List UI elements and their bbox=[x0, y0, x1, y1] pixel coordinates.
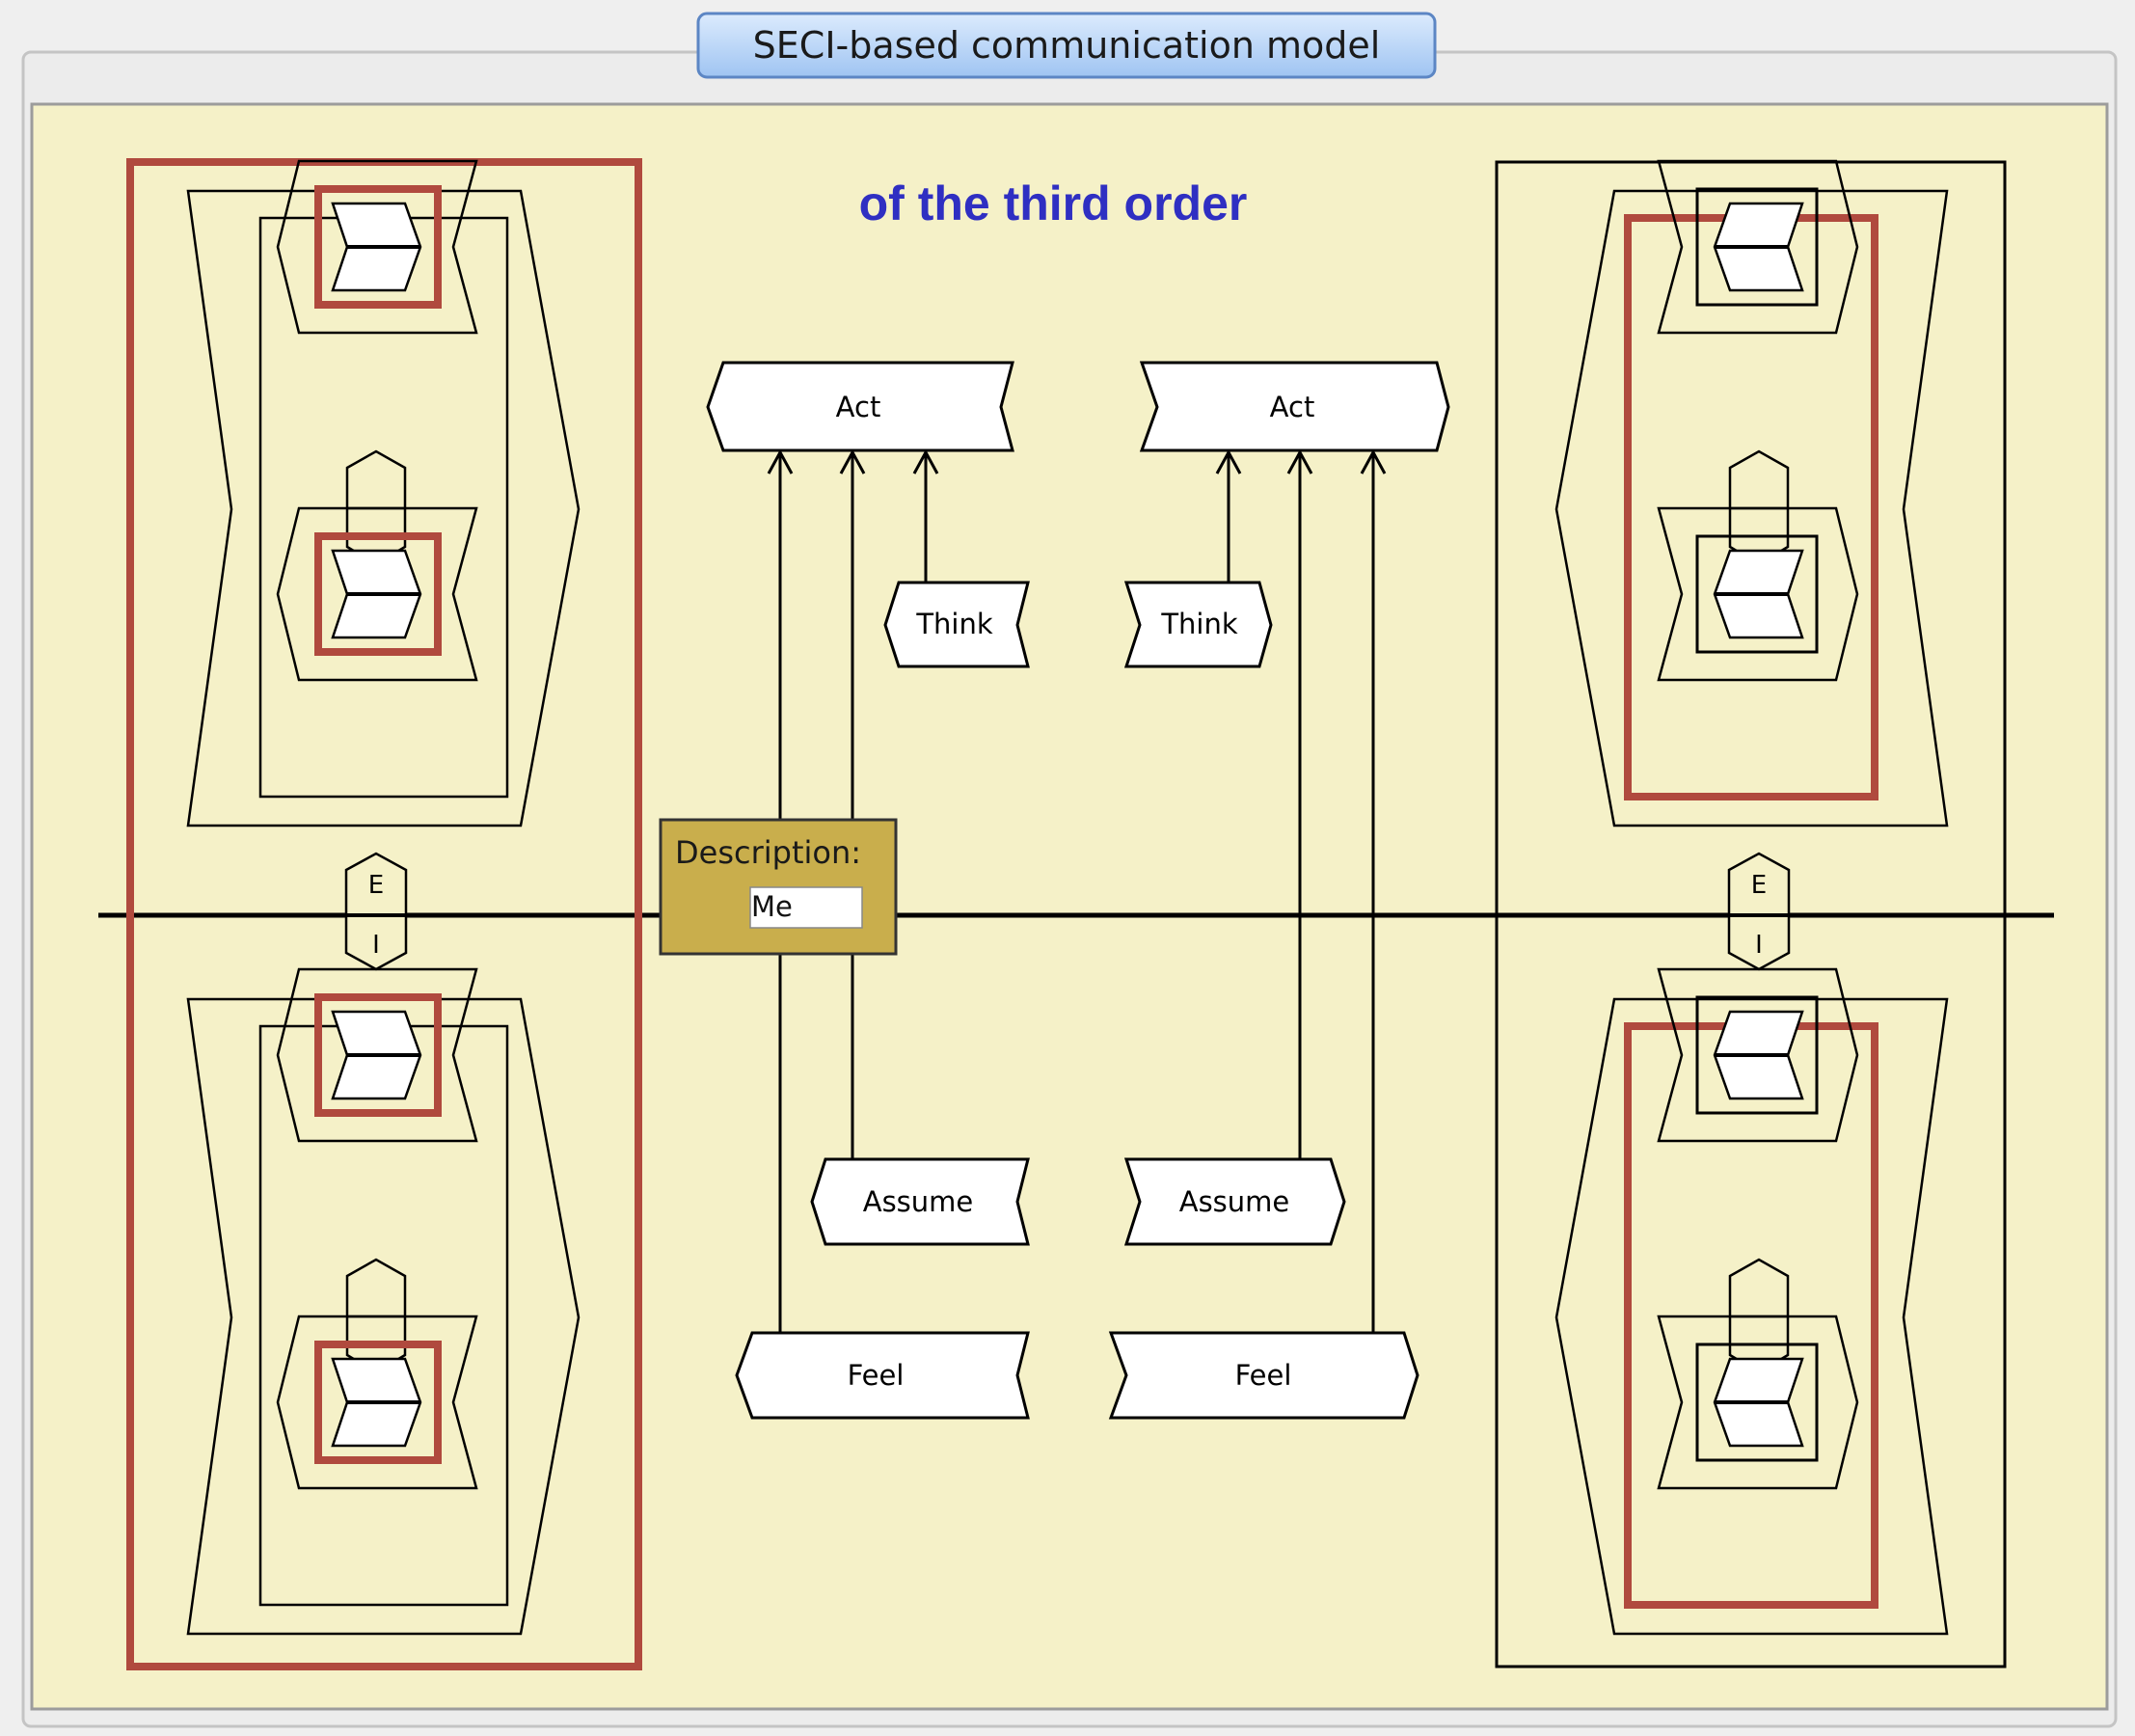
left-assume-label: Assume bbox=[863, 1185, 974, 1218]
upper-bottom-unit-frame bbox=[314, 532, 442, 656]
upper-bottom-unit bbox=[1657, 506, 1859, 682]
upper-top-unit bbox=[1657, 159, 1859, 335]
upper-inner-frame bbox=[258, 216, 509, 799]
lower-outer-hexagon bbox=[1554, 997, 1949, 1636]
lower-inner-frame bbox=[258, 1024, 509, 1607]
lower-middle-hexagon bbox=[345, 1258, 407, 1374]
lower-outer-hexagon bbox=[186, 997, 581, 1636]
upper-outer-hexagon bbox=[186, 189, 581, 827]
right-assume-label: Assume bbox=[1179, 1185, 1290, 1218]
right-assume-node[interactable]: Assume bbox=[1123, 1157, 1346, 1246]
left-knowledge-structure: EI bbox=[126, 158, 642, 1670]
ei-hexagon bbox=[1727, 852, 1791, 971]
left-act-node[interactable]: Act bbox=[706, 361, 1014, 452]
left-feel-node[interactable]: Feel bbox=[735, 1331, 1030, 1420]
upper-outer-hexagon bbox=[1554, 189, 1949, 827]
arrowhead-1 bbox=[839, 448, 866, 475]
right-act-node[interactable]: Act bbox=[1139, 361, 1450, 452]
canvas-panel bbox=[30, 102, 2109, 1711]
lower-top-unit bbox=[1657, 967, 1859, 1143]
ei-letter-e: E bbox=[368, 871, 384, 900]
lower-top-unit-frame bbox=[314, 993, 442, 1117]
arrowhead-5 bbox=[1360, 448, 1387, 475]
arrowhead-3 bbox=[1215, 448, 1242, 475]
description-box[interactable]: Description: Me bbox=[659, 818, 898, 956]
upper-top-unit-frame bbox=[1695, 187, 1819, 307]
left-think-node[interactable]: Think bbox=[883, 581, 1030, 668]
upper-top-unit-frame bbox=[314, 185, 442, 309]
right-think-node[interactable]: Think bbox=[1123, 581, 1273, 668]
lower-top-unit bbox=[276, 967, 478, 1143]
lower-inner-frame bbox=[1624, 1022, 1878, 1609]
right-feel-node[interactable]: Feel bbox=[1108, 1331, 1419, 1420]
title-tab[interactable] bbox=[696, 12, 1437, 79]
right-feel-label: Feel bbox=[1235, 1359, 1292, 1392]
lower-bottom-unit bbox=[276, 1315, 478, 1490]
right-think-label: Think bbox=[1160, 608, 1238, 640]
upper-top-unit bbox=[276, 159, 478, 335]
title-tab-label: SECI-based communication model bbox=[753, 24, 1381, 67]
upper-middle-hexagon bbox=[1728, 449, 1790, 566]
right-act-label: Act bbox=[1270, 391, 1315, 423]
left-think-label: Think bbox=[915, 608, 993, 640]
description-input[interactable] bbox=[749, 886, 863, 929]
arrowhead-0 bbox=[767, 448, 794, 475]
description-label: Description: bbox=[675, 834, 861, 871]
left-act-label: Act bbox=[836, 391, 881, 423]
upper-bottom-unit bbox=[276, 506, 478, 682]
ei-letter-e: E bbox=[1751, 871, 1767, 900]
lower-top-unit-frame bbox=[1695, 995, 1819, 1115]
description-value: Me bbox=[751, 890, 793, 923]
subtitle: of the third order bbox=[859, 176, 1248, 231]
lower-middle-hexagon bbox=[1728, 1258, 1790, 1374]
lower-bottom-unit-frame bbox=[1695, 1343, 1819, 1462]
ei-letter-i: I bbox=[1755, 931, 1763, 960]
upper-bottom-unit-frame bbox=[1695, 534, 1819, 654]
right-knowledge-structure: EI bbox=[1495, 159, 2007, 1668]
arrowhead-4 bbox=[1286, 448, 1313, 475]
lower-bottom-unit bbox=[1657, 1315, 1859, 1490]
ei-letter-i: I bbox=[372, 931, 380, 960]
upper-inner-frame bbox=[1624, 214, 1878, 800]
left-assume-node[interactable]: Assume bbox=[810, 1157, 1030, 1246]
left-feel-label: Feel bbox=[848, 1359, 905, 1392]
upper-middle-hexagon bbox=[345, 449, 407, 566]
ei-hexagon bbox=[344, 852, 408, 971]
arrowhead-2 bbox=[912, 448, 939, 475]
lower-bottom-unit-frame bbox=[314, 1341, 442, 1464]
